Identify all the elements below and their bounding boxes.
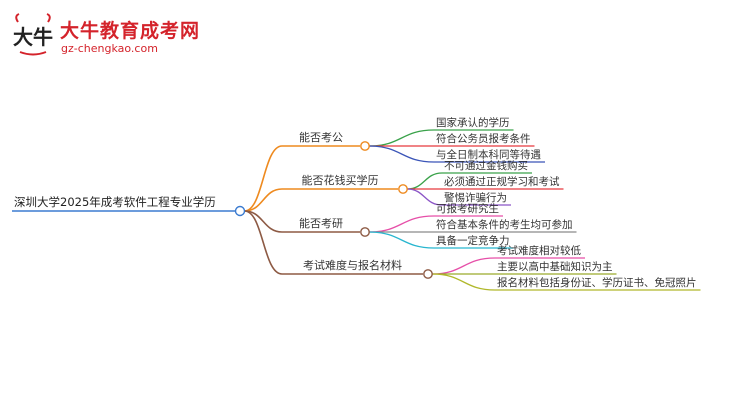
branch-collapse-toggle[interactable] — [398, 184, 408, 194]
leaf-node-label: 必须通过正规学习和考试 — [444, 175, 560, 188]
leaf-node-label: 警惕诈骗行为 — [444, 191, 507, 204]
branch-node-label: 能否考研 — [299, 216, 343, 230]
leaf-node-label: 国家承认的学历 — [436, 116, 510, 129]
branch-node-label: 能否花钱买学历 — [302, 173, 379, 187]
leaf-node-label: 考试难度相对较低 — [497, 244, 581, 257]
leaf-node-label: 报名材料包括身份证、学历证书、免冠照片 — [497, 276, 697, 289]
branch-edge — [244, 188, 283, 212]
brand-url: gz-chengkao.com — [61, 42, 158, 55]
leaf-edge — [369, 129, 435, 147]
leaf-node-label: 符合基本条件的考生均可参加 — [436, 218, 573, 231]
leaf-node-label: 符合公务员报考条件 — [436, 132, 531, 145]
leaf-edge — [432, 273, 496, 291]
branch-node-label: 能否考公 — [299, 130, 343, 144]
leaf-edge — [407, 172, 443, 190]
branch-edge — [244, 210, 283, 275]
leaf-node-label: 具备一定竞争力 — [436, 234, 510, 247]
branch-collapse-toggle[interactable] — [360, 227, 370, 237]
branch-edge — [244, 145, 283, 212]
mindmap-edges — [244, 129, 496, 291]
leaf-node-label: 可报考研究生 — [436, 202, 499, 215]
branch-collapse-toggle[interactable] — [423, 269, 433, 279]
leaf-node-label: 与全日制本科同等待遇 — [436, 148, 541, 161]
leaf-edge — [369, 231, 435, 249]
brand-title: 大牛教育成考网 — [60, 20, 201, 42]
leaf-edge — [369, 215, 435, 233]
leaf-edge — [407, 188, 443, 206]
leaf-edge — [369, 145, 435, 163]
leaf-node-label: 主要以高中基础知识为主 — [497, 260, 613, 273]
mindmap-nodes: 深圳大学2025年成考软件工程专业学历 能否考公 国家承认的学历符合公务员报考条件与… — [12, 116, 701, 291]
branch-collapse-toggle[interactable] — [360, 141, 370, 151]
bull-logo-icon: 大牛 — [13, 13, 53, 56]
branch-node-label: 考试难度与报名材料 — [303, 258, 402, 272]
logo-glyph: 大牛 — [13, 25, 53, 49]
brand-logo[interactable]: 大牛 大牛教育成考网 gz-chengkao.com — [12, 12, 242, 58]
leaf-node-label: 不可通过金钱购买 — [444, 159, 528, 172]
root-node-label: 深圳大学2025年成考软件工程专业学历 — [14, 195, 216, 209]
leaf-edge — [432, 257, 496, 275]
root-node-collapse-toggle[interactable] — [234, 205, 246, 217]
